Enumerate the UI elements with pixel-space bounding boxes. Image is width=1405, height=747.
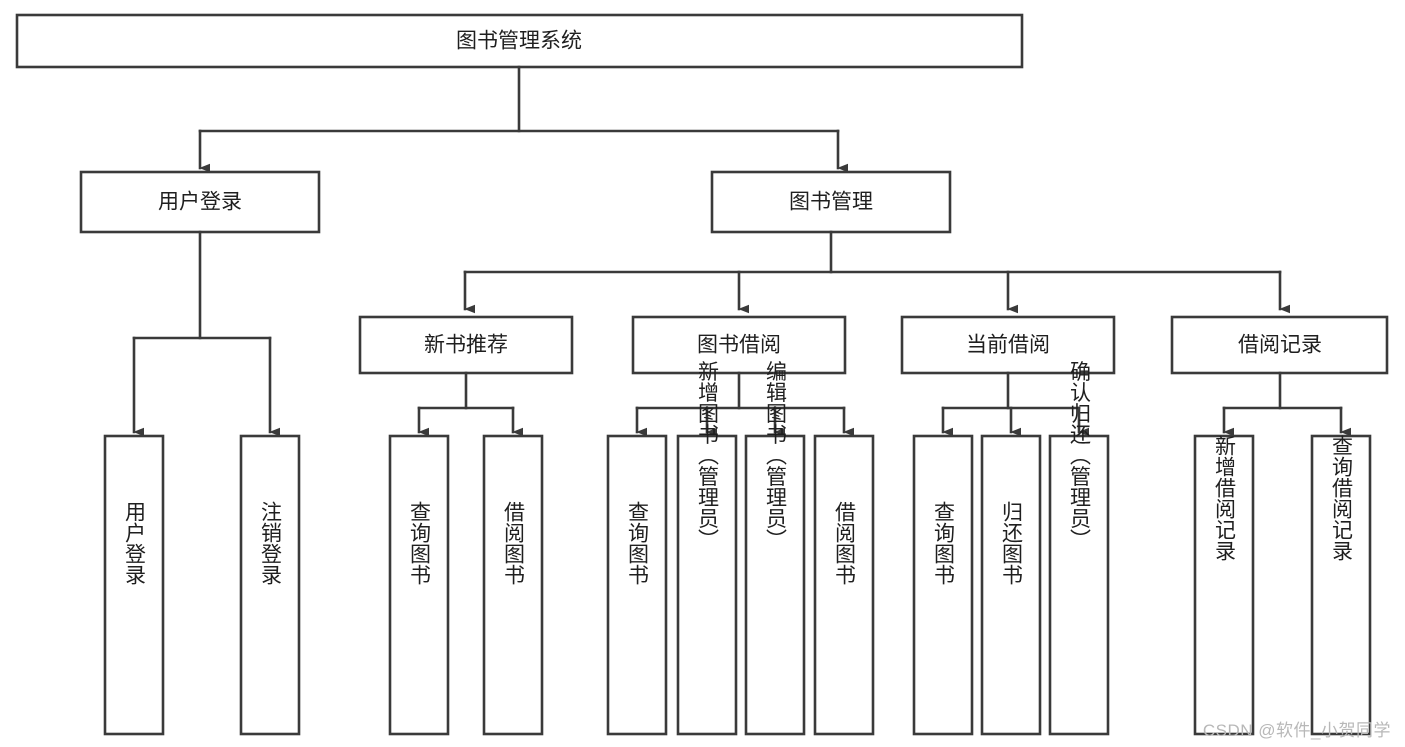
node-book-borrow-label: 图书借阅 xyxy=(697,334,781,357)
csdn-watermark: CSDN @软件_小贺同学 xyxy=(1202,721,1391,740)
node-user-login[interactable]: 用户登录 xyxy=(79,170,321,234)
node-book-borrow-box xyxy=(631,315,847,375)
node-root-box xyxy=(15,13,1024,69)
leaf-query-book-1-box xyxy=(388,434,450,736)
leaf-confirm-return-label: 确认归还（管理员） xyxy=(1068,361,1092,550)
leaf-borrow-book-1-label: 借阅图书 xyxy=(502,501,526,585)
edges-current-borrow-to-leaves xyxy=(941,371,1090,437)
leaf-query-book-2-label: 查询图书 xyxy=(626,501,650,585)
node-current-borrow[interactable]: 当前借阅 xyxy=(900,315,1116,375)
node-borrow-record-label: 借阅记录 xyxy=(1238,334,1322,357)
leaf-borrow-book-2[interactable]: 借阅图书 xyxy=(813,434,875,736)
edges-user-login-to-leaves xyxy=(132,230,281,437)
leaf-query-record[interactable]: 查询借阅记录 xyxy=(1310,434,1372,736)
leaf-add-record-box xyxy=(1193,434,1255,736)
leaf-query-book-1[interactable]: 查询图书 xyxy=(388,434,450,736)
leaf-borrow-book-2-label: 借阅图书 xyxy=(833,501,857,585)
leaf-edit-book-box xyxy=(744,434,806,736)
node-book-management[interactable]: 图书管理 xyxy=(710,170,952,234)
node-book-management-label: 图书管理 xyxy=(789,191,873,214)
leaf-edit-book-label: 编辑图书（管理员） xyxy=(764,361,788,550)
edges-new-book-recommend-to-leaves xyxy=(417,371,524,437)
leaf-confirm-return-box xyxy=(1048,434,1110,736)
edges-book-management-to-level2 xyxy=(463,230,1291,314)
leaf-query-book-3-label: 查询图书 xyxy=(932,501,956,585)
edges-root-to-level1 xyxy=(198,65,849,173)
leaf-logout-box xyxy=(239,434,301,736)
leaf-query-book-3[interactable]: 查询图书 xyxy=(912,434,974,736)
leaf-borrow-book-2-box xyxy=(813,434,875,736)
leaf-return-book-box xyxy=(980,434,1042,736)
node-user-login-label: 用户登录 xyxy=(158,191,242,214)
node-new-book-recommend[interactable]: 新书推荐 xyxy=(358,315,574,375)
leaf-add-book[interactable]: 新增图书（管理员） xyxy=(676,361,738,736)
leaf-query-book-1-label: 查询图书 xyxy=(408,501,432,585)
leaf-logout-label: 注销登录 xyxy=(259,501,283,585)
leaf-user-login[interactable]: 用户登录 xyxy=(103,434,165,736)
leaf-borrow-book-1-box xyxy=(482,434,544,736)
leaf-edit-book[interactable]: 编辑图书（管理员） xyxy=(744,361,806,736)
leaf-return-book[interactable]: 归还图书 xyxy=(980,434,1042,736)
leaf-query-book-3-box xyxy=(912,434,974,736)
leaf-query-record-label: 查询借阅记录 xyxy=(1330,435,1354,561)
leaf-user-login-box xyxy=(103,434,165,736)
leaf-query-book-2-box xyxy=(606,434,668,736)
leaf-logout[interactable]: 注销登录 xyxy=(239,434,301,736)
node-current-borrow-box xyxy=(900,315,1116,375)
leaf-query-book-2[interactable]: 查询图书 xyxy=(606,434,668,736)
node-book-borrow[interactable]: 图书借阅 xyxy=(631,315,847,375)
edges-book-borrow-to-leaves xyxy=(635,371,855,437)
leaf-add-book-box xyxy=(676,434,738,736)
leaf-confirm-return[interactable]: 确认归还（管理员） xyxy=(1048,361,1110,736)
node-root-label: 图书管理系统 xyxy=(456,30,582,53)
leaf-borrow-book-1[interactable]: 借阅图书 xyxy=(482,434,544,736)
leaf-add-record[interactable]: 新增借阅记录 xyxy=(1193,434,1255,736)
leaf-return-book-label: 归还图书 xyxy=(1000,501,1024,585)
node-book-management-box xyxy=(710,170,952,234)
leaf-add-record-label: 新增借阅记录 xyxy=(1213,435,1237,561)
leaf-user-login-label: 用户登录 xyxy=(123,501,147,585)
node-new-book-recommend-label: 新书推荐 xyxy=(424,334,508,357)
leaf-query-record-box xyxy=(1310,434,1372,736)
leaf-add-book-label: 新增图书（管理员） xyxy=(696,361,720,550)
node-new-book-recommend-box xyxy=(358,315,574,375)
node-current-borrow-label: 当前借阅 xyxy=(966,334,1050,357)
node-root[interactable]: 图书管理系统 xyxy=(15,13,1024,69)
edges-borrow-record-to-leaves xyxy=(1222,371,1352,437)
node-borrow-record[interactable]: 借阅记录 xyxy=(1170,315,1389,375)
